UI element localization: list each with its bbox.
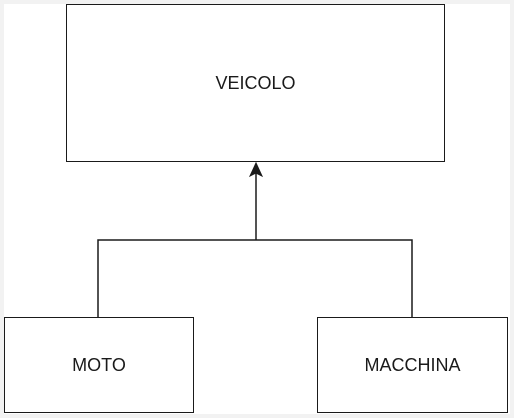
node-veicolo[interactable]: VEICOLO — [66, 4, 445, 162]
node-macchina-label: MACCHINA — [364, 354, 461, 375]
node-moto[interactable]: MOTO — [4, 317, 194, 413]
node-moto-label: MOTO — [72, 354, 126, 375]
node-veicolo-label: VEICOLO — [215, 72, 296, 93]
node-macchina[interactable]: MACCHINA — [317, 317, 508, 413]
